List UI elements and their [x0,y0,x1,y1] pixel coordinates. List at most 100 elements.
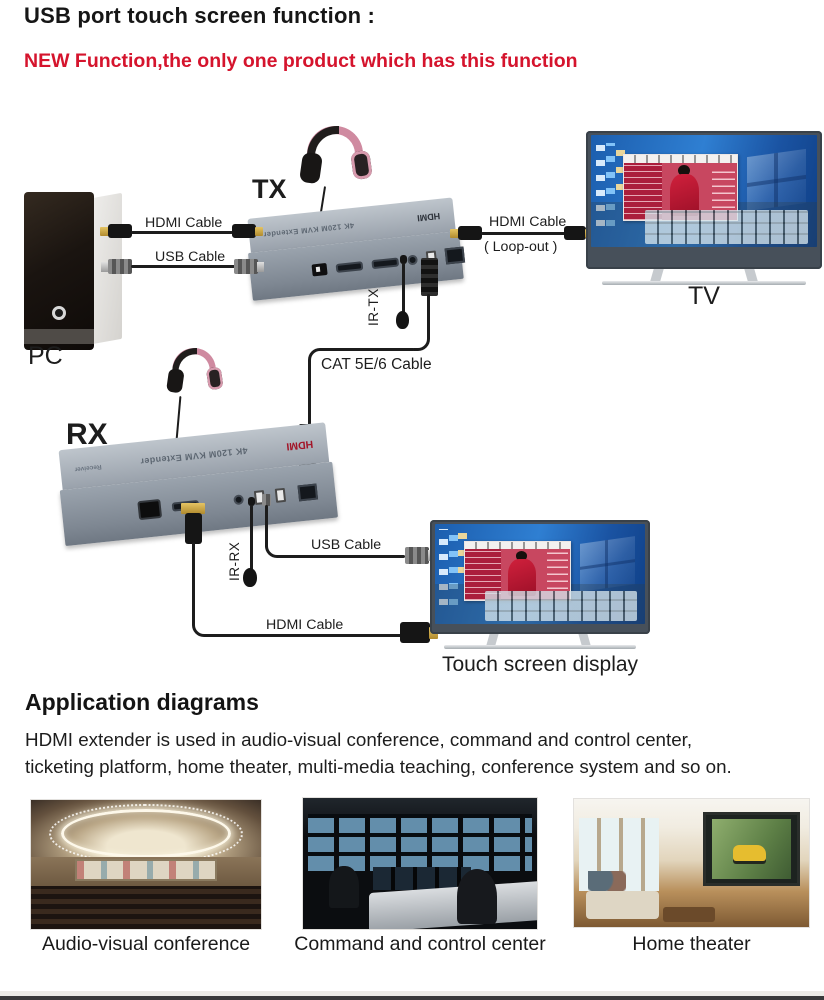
operator-silhouette [328,866,360,909]
tv-stand-bar [602,281,806,285]
ir-rx-cable [250,505,253,571]
usb-connector-tip [101,262,108,272]
power-switch [311,262,328,277]
rj45-port [444,246,466,265]
tv-stand-leg [650,269,664,281]
cat-cable-segment [308,361,311,425]
media-app-window [622,154,738,222]
desk-monitors [373,867,472,890]
touch-bezel [430,520,650,634]
hdmi-cable-rx-segment [206,634,402,637]
ear-cup-right [205,366,224,391]
sofa [585,891,659,920]
photo-command-control-center [302,797,538,930]
tv-screen [591,135,817,247]
caption-command-control: Command and control center [294,933,546,955]
yellow-car [733,844,766,862]
hdmi-connector [185,513,202,544]
headband-left [172,348,198,375]
page-title: USB port touch screen function : [24,3,376,28]
ir-tx-plug [400,255,407,264]
hdmi-connector [108,224,132,238]
usb-cable-label-rx: USB Cable [311,537,382,553]
tx-headphones-icon [299,126,373,190]
desktop-icons [615,140,625,190]
hdmi-connector-tip [100,227,109,236]
hdmi-connector-tip [181,503,205,514]
desktop-icons [595,140,605,226]
usb-cable-rx-segment [277,555,405,558]
pc-tower [24,192,126,354]
hdmi-cable-label-tv: HDMI Cable [489,214,567,230]
rx-headphones-icon [166,348,224,398]
tx-device-text: 4K 120M KVM Extender [262,220,355,239]
ir-audio-jack-port [407,254,419,266]
touch-screen [435,524,645,624]
hdmi-logo: HDMI [285,437,314,453]
cat-cable-segment [322,348,415,351]
touch-stand-bar [444,645,636,649]
ear-cup-right [350,149,373,181]
desktop-icons [448,531,458,605]
tv-monitor [586,131,822,287]
caption-home-theater: Home theater [632,933,751,955]
hdmi-port [371,256,400,269]
video-wall [307,813,533,872]
loop-out-label: ( Loop-out ) [484,239,558,255]
operator-silhouette [457,868,498,924]
ir-rx-receiver [243,568,257,587]
onscreen-keyboard [645,210,808,244]
onscreen-keyboard [485,591,637,621]
photo-audio-visual-conference [30,799,262,930]
tv-stand-leg [744,269,758,281]
touch-stand-leg [486,634,499,645]
pc-front-panel [24,192,94,350]
photo-home-theater [573,798,810,928]
usb-connector [234,259,258,274]
usb-cable-corner [265,545,279,558]
caption-audio-visual: Audio-visual conference [41,933,251,955]
hdmi-cable-rx-segment [192,542,195,626]
person-figure [677,164,691,176]
hdmi-connector [400,622,430,643]
hdmi-connector-tip [450,229,459,238]
hdmi-logo: HDMI [416,210,441,224]
applications-description-line2: ticketing platform, home theater, multi-… [25,756,732,777]
person-figure [515,550,528,561]
touch-stand-leg [578,634,591,645]
cat-cable-segment [427,294,430,338]
ear-cup-left [299,151,323,185]
ir-tx-emitter [396,311,409,329]
cat-cable-label: CAT 5E/6 Cable [321,356,432,373]
rj45-port [297,483,319,502]
app-text-rows [711,166,735,208]
hdmi-connector [232,224,256,238]
hdmi-connector-tip [255,227,263,236]
rx-device-text: 4K 120M KVM Extender [139,445,249,467]
conference-screen [74,859,218,882]
section-divider [0,991,824,996]
ceiling-light-ring [60,809,232,859]
coffee-table [663,906,715,922]
next-section-edge [0,996,824,1000]
hdmi-cable-tx-tv [481,232,566,235]
usb-connector [108,259,132,274]
cat-connector [421,258,438,296]
ir-tx-cable [402,263,405,313]
usb-cable-rx-segment [265,505,268,548]
ir-rx-plug [248,497,255,506]
tv-label: TV [688,282,720,310]
pc-bottom-strip [24,329,94,344]
seating-rows [31,886,261,929]
page-subtitle: NEW Function,the only one product which … [24,50,578,72]
hdmi-cable-pc-tx [131,231,233,234]
ir-audio-jack-port [233,494,245,506]
hdmi-port [335,260,364,273]
power-socket [137,498,163,520]
usb-connector [262,494,271,506]
cat-cable-corner [308,348,324,363]
hdmi-connector [564,226,586,240]
hdmi-cable-corner [192,623,208,637]
desktop-icons [458,529,468,573]
